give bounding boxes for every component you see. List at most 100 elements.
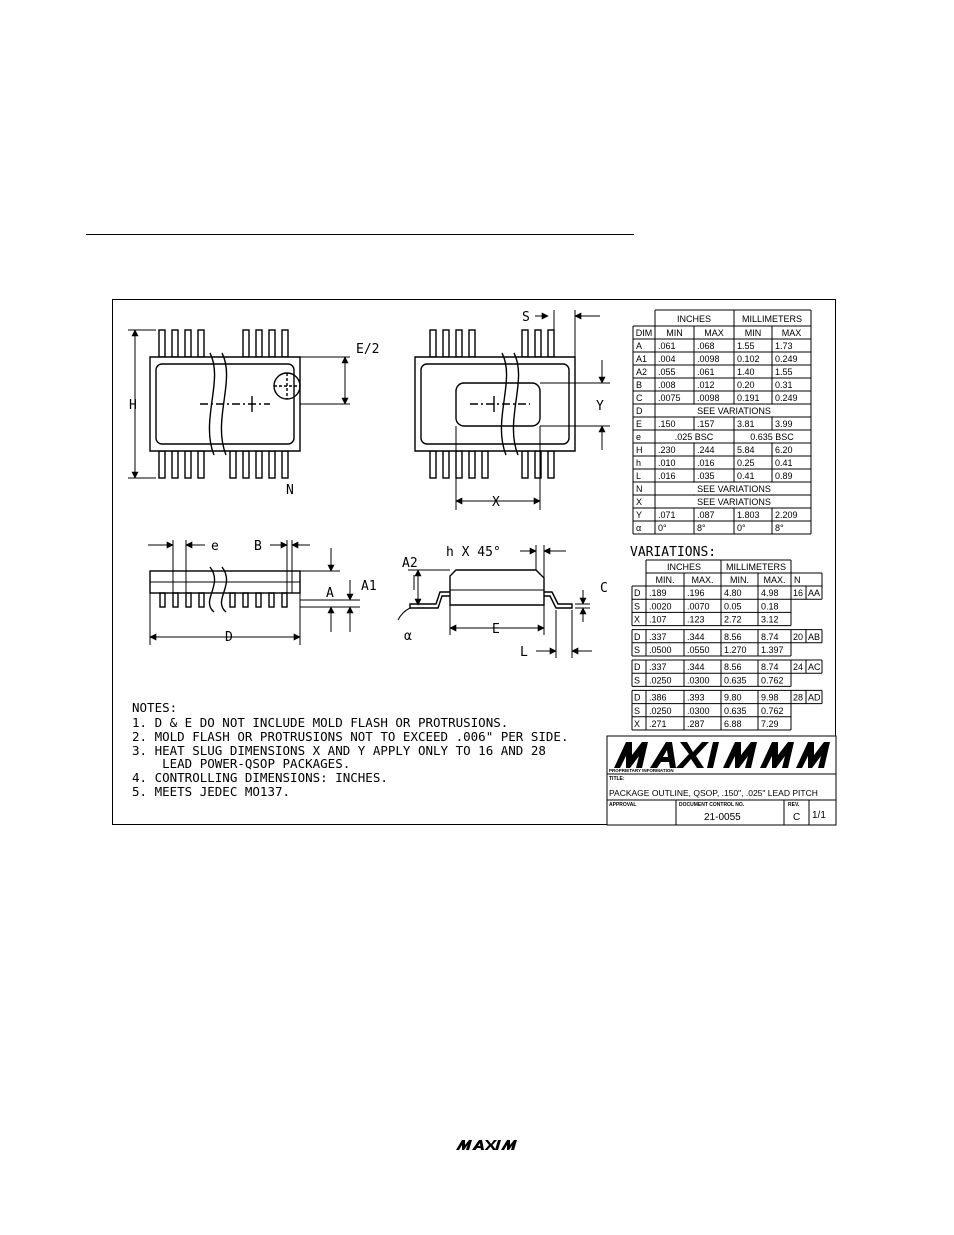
- dim-table-col-header: MAX: [704, 328, 724, 338]
- doc-control-label: DOCUMENT CONTROL NO.: [679, 802, 745, 808]
- title-block: [606, 735, 837, 826]
- dim-table-row-dim: A1: [636, 354, 647, 364]
- var-table-cell: 0.05: [724, 601, 742, 611]
- note-1: 1. D & E DO NOT INCLUDE MOLD FLASH OR PR…: [132, 715, 508, 730]
- var-table-row-dim: S: [634, 645, 640, 655]
- var-table-cell: 0.18: [761, 601, 779, 611]
- dim-table-span: SEE VARIATIONS: [697, 406, 771, 416]
- dim-table-cell: 1.55: [775, 367, 793, 377]
- dim-table-cell: 1.73: [775, 341, 793, 351]
- label-x: X: [492, 495, 500, 510]
- label-a1: A1: [361, 579, 377, 594]
- dim-table-row-dim: Y: [636, 510, 642, 520]
- dim-table-col-header: MAX: [782, 328, 802, 338]
- var-table-cell: .196: [687, 588, 705, 598]
- var-table-cell: 9.80: [724, 693, 742, 703]
- dim-table-span-mm: 0.635 BSC: [750, 432, 794, 442]
- dim-table-cell: .016: [697, 458, 715, 468]
- dim-table-cell: .0098: [697, 354, 720, 364]
- var-table-n: 20: [793, 632, 803, 642]
- dim-table-cell: 0°: [737, 523, 746, 533]
- var-table-cell: .271: [649, 719, 667, 729]
- var-table-n: 24: [793, 662, 803, 672]
- dim-table-cell: .087: [697, 510, 715, 520]
- dim-table-span-in: .025 BSC: [675, 432, 714, 442]
- dim-table-cell: .0075: [658, 393, 681, 403]
- dim-table-row-dim: C: [636, 393, 643, 403]
- dim-table-cell: 3.99: [775, 419, 793, 429]
- dim-table-cell: .016: [658, 471, 676, 481]
- var-table-cell: 3.12: [761, 615, 779, 625]
- side-view-leads: [159, 592, 288, 608]
- var-table-row-dim: S: [634, 706, 640, 716]
- var-table-cell: .287: [687, 719, 705, 729]
- label-d: D: [225, 630, 233, 645]
- label-n: N: [286, 483, 294, 498]
- dim-table-cell: 6.20: [775, 445, 793, 455]
- dim-table-cell: 5.84: [737, 445, 755, 455]
- label-chamfer: h X 45°: [446, 545, 501, 560]
- dim-table-cell: 0.191: [737, 393, 760, 403]
- package-title: PACKAGE OUTLINE, QSOP, .150", .025" LEAD…: [609, 788, 818, 798]
- dim-table-cell: 2.209: [775, 510, 798, 520]
- dim-table-row-dim: N: [636, 484, 643, 494]
- dim-table-cell: 0.31: [775, 380, 793, 390]
- var-table-cell: 9.98: [761, 693, 779, 703]
- dim-table-cell: 0.249: [775, 354, 798, 364]
- label-h: H: [129, 398, 137, 413]
- dim-table-cell: .0098: [697, 393, 720, 403]
- var-table-cell: .0250: [649, 675, 672, 685]
- var-table-row-dim: X: [634, 615, 640, 625]
- dim-table-cell: 0.41: [775, 458, 793, 468]
- var-table-cell: 8.56: [724, 662, 742, 672]
- top-view-pins-top: [158, 329, 289, 358]
- dim-table-group-inches: INCHES: [677, 314, 711, 324]
- dim-table-cell: 0°: [658, 523, 667, 533]
- var-table-cell: 0.762: [761, 675, 784, 685]
- label-s: S: [522, 310, 530, 325]
- dim-table-cell: 0.20: [737, 380, 755, 390]
- title-label: TITLE:: [609, 776, 625, 782]
- var-table-group-mm: MILLIMETERS: [726, 562, 786, 572]
- dim-table-col-header: DIM: [636, 328, 653, 338]
- dim-table-cell: .055: [658, 367, 676, 377]
- dim-table-cell: .008: [658, 380, 676, 390]
- dim-table-row-dim: h: [636, 458, 641, 468]
- dim-table-row-dim: L: [636, 471, 641, 481]
- approval-label: APPROVAL: [609, 802, 636, 808]
- note-2: 2. MOLD FLASH OR PROTRUSIONS NOT TO EXCE…: [132, 729, 569, 744]
- dim-table-cell: 8°: [697, 523, 706, 533]
- dim-table-cell: 0.102: [737, 354, 760, 364]
- var-table-cell: 7.29: [761, 719, 779, 729]
- var-table-row-dim: S: [634, 675, 640, 685]
- var-table-code: AA: [808, 588, 820, 598]
- var-table-cell: .107: [649, 615, 667, 625]
- side-view-d: [148, 540, 360, 645]
- var-table-cell: 0.635: [724, 706, 747, 716]
- proprietary-label: PROPRIETARY INFORMATION: [609, 768, 674, 773]
- dim-table-cell: 3.81: [737, 419, 755, 429]
- note-3: 3. HEAT SLUG DIMENSIONS X AND Y APPLY ON…: [132, 743, 546, 758]
- var-table-cell: .0250: [649, 706, 672, 716]
- var-table-cell: 0.635: [724, 675, 747, 685]
- var-table-col-header: MIN.: [656, 575, 675, 585]
- dim-table-group-mm: MILLIMETERS: [742, 314, 802, 324]
- dim-table-cell: .035: [697, 471, 715, 481]
- var-table-cell: 2.72: [724, 615, 742, 625]
- doc-number: 21-0055: [704, 812, 741, 823]
- dim-table-cell: .012: [697, 380, 715, 390]
- rev-label: REV.: [788, 802, 800, 808]
- label-a: A: [326, 586, 334, 601]
- dim-table-row-dim: A2: [636, 367, 647, 377]
- var-table-cell: 1.270: [724, 645, 747, 655]
- label-l: L: [520, 645, 528, 660]
- dim-table-span: SEE VARIATIONS: [697, 484, 771, 494]
- label-e-pitch: e: [211, 539, 219, 554]
- label-c: C: [600, 581, 608, 596]
- var-table-row-dim: S: [634, 601, 640, 611]
- dim-table-row-dim: D: [636, 406, 643, 416]
- var-table-row-dim: X: [634, 719, 640, 729]
- header-rule: [86, 234, 634, 235]
